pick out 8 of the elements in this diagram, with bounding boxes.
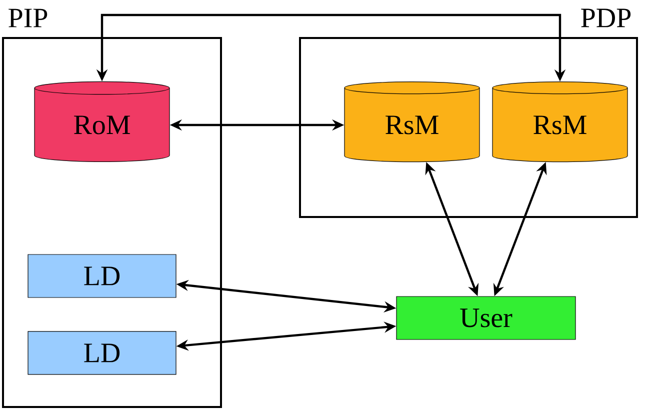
process-box: User — [396, 296, 576, 340]
process-box: LD — [28, 331, 176, 375]
database-cylinder: RoM — [34, 81, 170, 162]
database-cylinder: RsM — [492, 82, 628, 162]
process-box: LD — [28, 254, 176, 298]
group-heading: PDP — [581, 8, 631, 28]
database-cylinder: RsM — [344, 82, 480, 162]
group-heading: PIP — [8, 8, 48, 28]
